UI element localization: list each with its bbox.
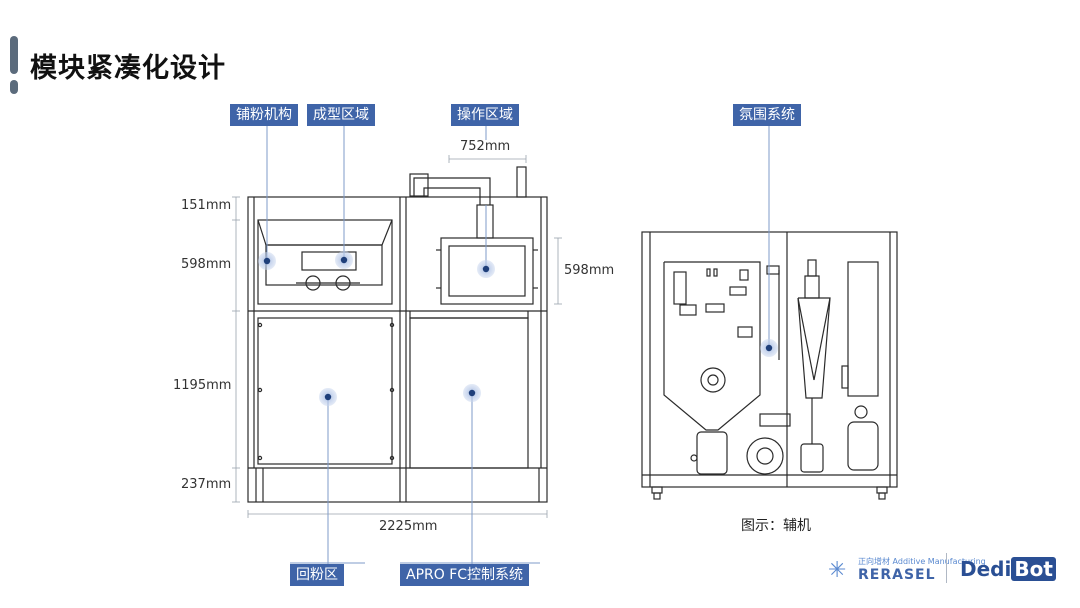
dim-total-width: 2225mm bbox=[379, 519, 438, 534]
logo-divider bbox=[946, 553, 947, 583]
dim-op-width: 752mm bbox=[460, 139, 511, 154]
page-title: 模块紧凑化设计 bbox=[30, 53, 226, 84]
snowflake-icon: ✳ bbox=[828, 558, 847, 583]
tag-atmosphere-system: 氛围系统 bbox=[733, 104, 801, 126]
title-accent-bar bbox=[10, 36, 18, 98]
dimension-lines bbox=[232, 155, 562, 518]
dim-base-height: 237mm bbox=[181, 477, 232, 492]
tag-powder-spreading: 铺粉机构 bbox=[230, 104, 298, 126]
rerasel-logo: ✳ 正向增材 Additive Manufacturing RERASEL bbox=[828, 557, 986, 583]
tag-forming-area: 成型区域 bbox=[307, 104, 375, 126]
marker-dots bbox=[258, 251, 778, 406]
leader-lines bbox=[266, 124, 770, 566]
tag-powder-return: 回粉区 bbox=[290, 564, 344, 586]
dim-forming-height: 598mm bbox=[181, 257, 232, 272]
dim-mid-height: 1195mm bbox=[173, 378, 232, 393]
dim-top-height: 151mm bbox=[181, 198, 232, 213]
tag-operation-area: 操作区域 bbox=[451, 104, 519, 126]
dim-op-height: 598mm bbox=[564, 263, 615, 278]
figure-caption: 图示：辅机 bbox=[741, 518, 811, 534]
auxiliary-machine bbox=[641, 231, 898, 500]
main-machine bbox=[247, 166, 548, 503]
tag-control-system: APRO FC控制系统 bbox=[400, 564, 530, 586]
